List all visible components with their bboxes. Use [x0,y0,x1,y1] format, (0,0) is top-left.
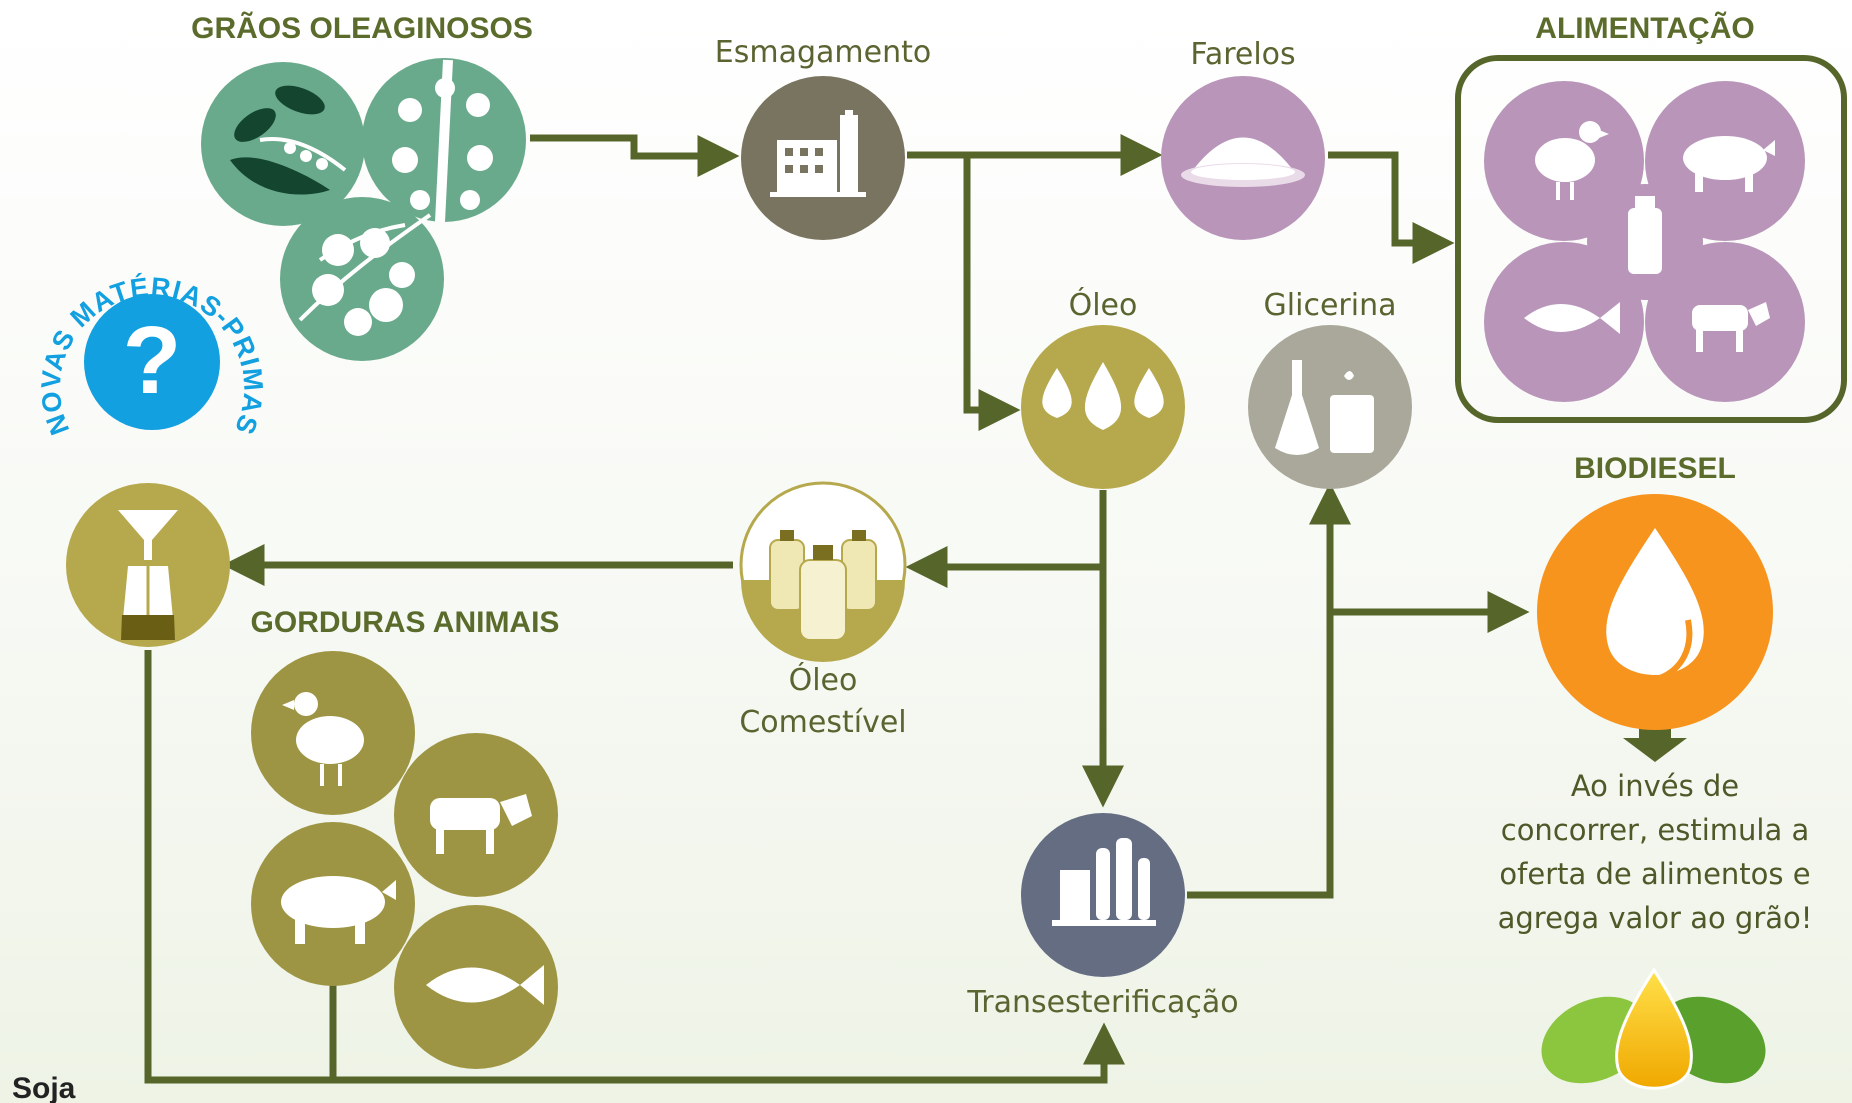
connector-transest-glicerina [1187,482,1351,899]
meal-bowl-icon [1161,76,1325,240]
label-farelos: Farelos [1190,37,1295,72]
label-oleo-comestivel-2: Comestível [739,705,906,740]
chicken-icon [282,692,364,786]
oil-drops-icon [1021,325,1185,489]
gorduras-animais-group [251,651,558,1069]
cow-icon [1692,302,1770,352]
sunflower-icon [362,58,526,223]
alimentacao-box [1455,55,1847,423]
pig-icon [1683,136,1775,192]
soy-icon [201,62,365,226]
biodiesel-drop-icon [1537,494,1773,730]
note-line-4: agrega valor ao grão! [1498,901,1813,935]
funnel-icon [66,483,230,647]
note-line-1: Ao invés de [1571,769,1739,803]
bottles-icon [739,481,907,662]
cow-icon [430,794,532,854]
connector-esmagamento-oleo [963,155,1021,431]
novas-materias-primas: NOVAS MATÉRIAS-PRIMAS ? [36,271,268,439]
connector-farelos-alimentacao [1328,151,1455,264]
biodiesel-note: Ao invés de concorrer, estimula a oferta… [1498,769,1813,935]
pig-icon [281,876,396,944]
heading-gorduras-animais: GORDURAS ANIMAIS [251,606,560,639]
heading-biodiesel: BIODIESEL [1574,452,1736,485]
label-esmagamento: Esmagamento [715,35,931,70]
connector-funil-transesterificacao [144,650,1125,1084]
fish-icon [426,965,544,1005]
note-line-3: oferta de alimentos e [1499,857,1810,891]
fish-icon [1524,302,1620,334]
footer-soja: Soja [12,1072,76,1103]
cotton-icon [280,197,444,361]
note-line-2: concorrer, estimula a [1501,813,1809,847]
glycerin-flask-icon [1248,325,1412,489]
label-glicerina: Glicerina [1264,288,1397,323]
heading-graos-oleaginosos: GRÃOS OLEAGINOSOS [191,11,533,45]
label-oleo: Óleo [1069,286,1138,323]
label-oleo-comestivel-1: Óleo [789,661,858,698]
connector-graos-esmagamento [530,134,740,177]
heading-alimentacao: ALIMENTAÇÃO [1535,11,1754,45]
feed-bottle-icon [1628,196,1662,274]
label-transesterificacao: Transesterificação [966,985,1238,1020]
question-icon [84,294,220,430]
factory-icon [741,76,905,240]
logo-drop-icon [1541,967,1766,1090]
question-symbol: ? [123,307,182,414]
refinery-icon [1021,813,1185,977]
chicken-icon [1535,121,1609,200]
